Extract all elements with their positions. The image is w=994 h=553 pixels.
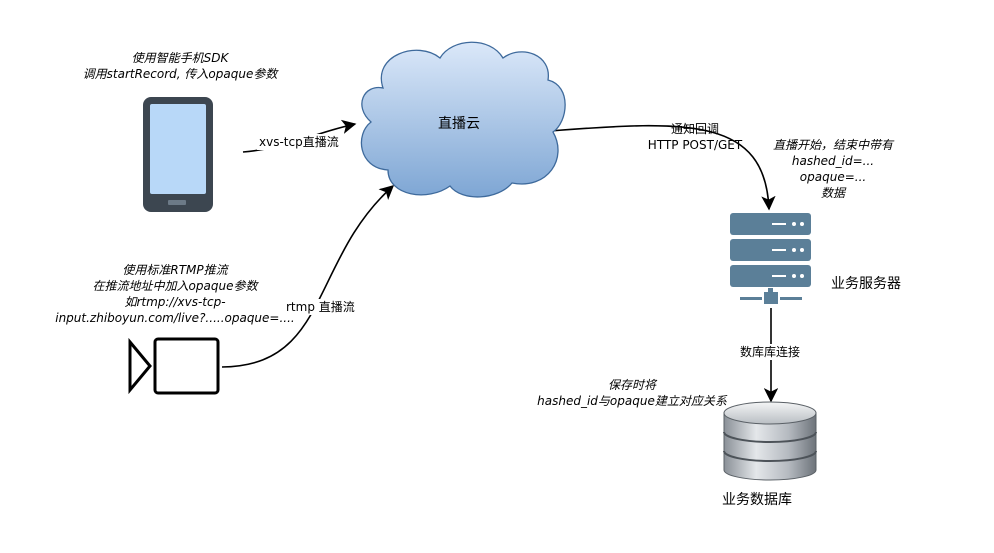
camera-icon — [128, 337, 220, 395]
camera-caption: 使用标准RTMP推流 在推流地址中加入opaque参数 如rtmp://xvs-… — [40, 262, 310, 326]
server-icon — [730, 213, 811, 304]
camera-caption-line: 在推流地址中加入opaque参数 — [92, 279, 258, 293]
camera-caption-line: 如rtmp://xvs-tcp- — [124, 295, 226, 309]
phone-caption: 使用智能手机SDK 调用startRecord, 传入opaque参数 — [60, 50, 300, 82]
edge-label-line: 通知回调 — [670, 122, 719, 136]
phone-caption-line: 使用智能手机SDK — [131, 51, 229, 65]
edge-label-db-connection: 数库库连接 — [738, 344, 803, 360]
camera-caption-line: 使用标准RTMP推流 — [122, 263, 228, 277]
server-note-line: 直播开始，结束中带有 — [772, 138, 893, 152]
database-note-line: hashed_id与opaque建立对应关系 — [537, 394, 727, 408]
server-label: 业务服务器 — [831, 276, 901, 292]
server-note: 直播开始，结束中带有 hashed_id=... opaque=... 数据 — [755, 137, 911, 201]
database-label: 业务数据库 — [722, 492, 792, 508]
database-note: 保存时将 hashed_id与opaque建立对应关系 — [510, 377, 754, 409]
database-icon — [723, 401, 817, 481]
phone-icon — [143, 97, 213, 212]
cloud-label: 直播云 — [438, 116, 480, 132]
edge-cloud-to-server — [549, 124, 776, 211]
database-note-line: 保存时将 — [607, 378, 656, 392]
edge-label-callback: 通知回调 HTTP POST/GET — [640, 121, 750, 153]
server-note-line: opaque=... — [799, 170, 867, 184]
server-note-line: 数据 — [820, 186, 845, 200]
edge-label-rtmp: rtmp 直播流 — [284, 299, 357, 315]
cloud-shape — [360, 41, 566, 198]
edge-label-xvs-tcp: xvs-tcp直播流 — [257, 134, 341, 150]
phone-caption-line: 调用startRecord, 传入opaque参数 — [82, 67, 278, 81]
edge-label-line: HTTP POST/GET — [647, 138, 743, 152]
server-note-line: hashed_id=... — [791, 154, 875, 168]
camera-caption-line: input.zhiboyun.com/live?.....opaque=.... — [55, 311, 295, 325]
